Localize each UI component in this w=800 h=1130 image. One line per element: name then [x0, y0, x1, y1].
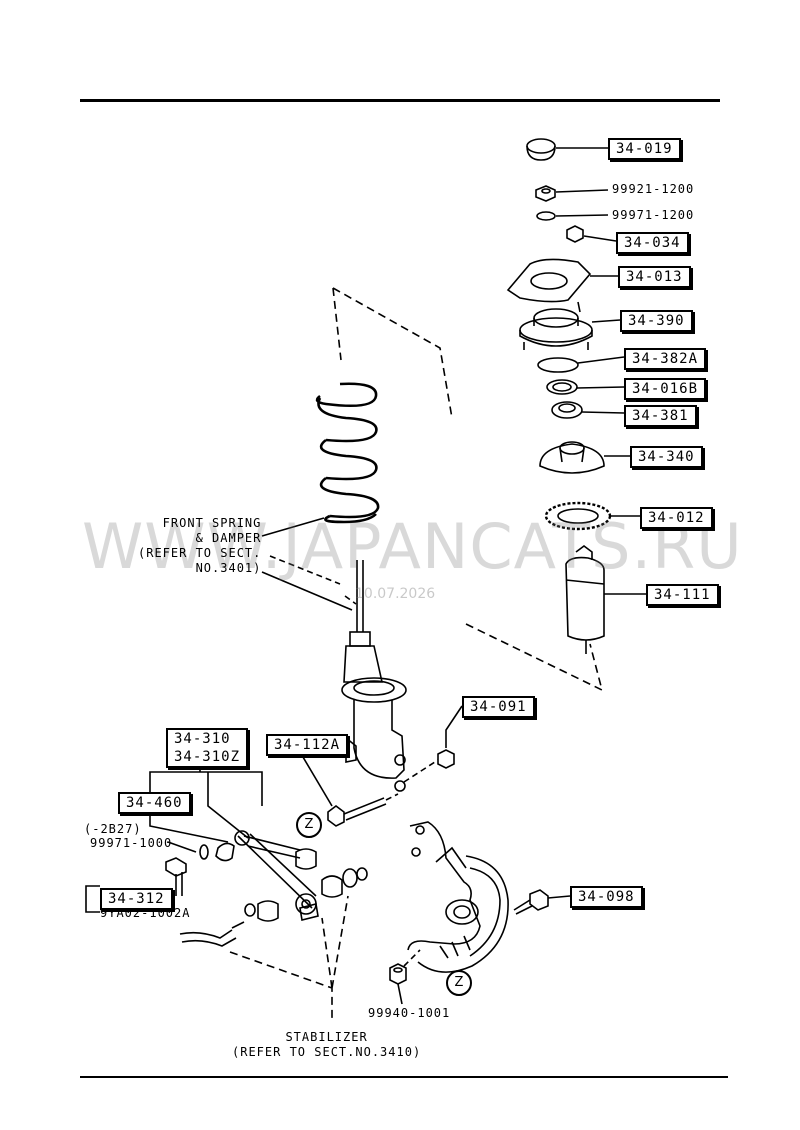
callout-99921-1200[interactable]: 99921-1200 — [612, 182, 695, 196]
callout-34-381[interactable]: 34-381 — [624, 405, 697, 427]
mount-plate-part — [506, 258, 592, 303]
callout-34-310[interactable]: 34-310 34-310Z — [166, 728, 249, 768]
callout-2b27[interactable]: (-2B27) — [84, 822, 142, 836]
callout-34-340[interactable]: 34-340 — [630, 446, 703, 468]
callout-99971-1200[interactable]: 99971-1200 — [612, 208, 695, 222]
bump-stopper-part — [565, 545, 605, 654]
damper-part — [341, 560, 407, 792]
callout-34-111[interactable]: 34-111 — [646, 584, 719, 606]
callout-34-016b[interactable]: 34-016B — [624, 378, 707, 400]
spring-seat-part — [539, 441, 605, 474]
bolt-098-part — [513, 889, 549, 915]
coil-spring-part — [315, 382, 380, 524]
nut-part — [535, 185, 556, 202]
bolt-312-part — [165, 857, 187, 896]
callout-34-091[interactable]: 34-091 — [462, 696, 535, 718]
callout-99971-1000[interactable]: 99971-1000 — [90, 836, 173, 850]
stabilizer-note: STABILIZER (REFER TO SECT.NO.3410) — [232, 1030, 422, 1059]
washer-99971-1000-part — [199, 844, 209, 860]
callout-9ya02-1002a[interactable]: 9YA02-1002A — [100, 906, 191, 920]
cap-part — [526, 138, 556, 161]
nut-99940-part — [389, 963, 407, 985]
z-mark-upper: Z — [296, 812, 322, 838]
front-spring-note: FRONT SPRING & DAMPER (REFER TO SECT. NO… — [138, 516, 262, 575]
dust-shield-part — [417, 855, 509, 973]
stabilizer-link-part — [179, 921, 245, 947]
spacer-part — [537, 357, 579, 373]
callout-99940-1001[interactable]: 99940-1001 — [368, 1006, 451, 1020]
callout-34-460[interactable]: 34-460 — [118, 792, 191, 814]
callout-34-034[interactable]: 34-034 — [616, 232, 689, 254]
callout-34-112a[interactable]: 34-112A — [266, 734, 349, 756]
spring-seat-upper-part — [551, 401, 583, 419]
callout-34-019[interactable]: 34-019 — [608, 138, 681, 160]
callout-34-098[interactable]: 34-098 — [570, 886, 643, 908]
callout-34-013[interactable]: 34-013 — [618, 266, 691, 288]
callout-34-012[interactable]: 34-012 — [640, 507, 713, 529]
watermark: WWW.JAPANCATS.RU — [82, 510, 743, 583]
lower-arm-part — [215, 830, 317, 915]
locknut-part — [566, 225, 584, 243]
bolt-112a-part — [327, 797, 387, 827]
washer-part — [536, 211, 556, 221]
callout-34-382a[interactable]: 34-382A — [624, 348, 707, 370]
bushing-part — [244, 848, 368, 922]
bottom-rule — [80, 1076, 728, 1078]
strut-mount-part — [519, 301, 593, 350]
nut-091-part — [437, 749, 455, 769]
top-rule — [80, 99, 720, 102]
callout-34-312[interactable]: 34-312 — [100, 888, 173, 910]
watermark-date: 10.07.2026 — [355, 586, 436, 602]
z-mark-lower: Z — [446, 970, 472, 996]
bearing-part — [546, 379, 578, 395]
knuckle-part — [407, 821, 481, 951]
callout-34-390[interactable]: 34-390 — [620, 310, 693, 332]
